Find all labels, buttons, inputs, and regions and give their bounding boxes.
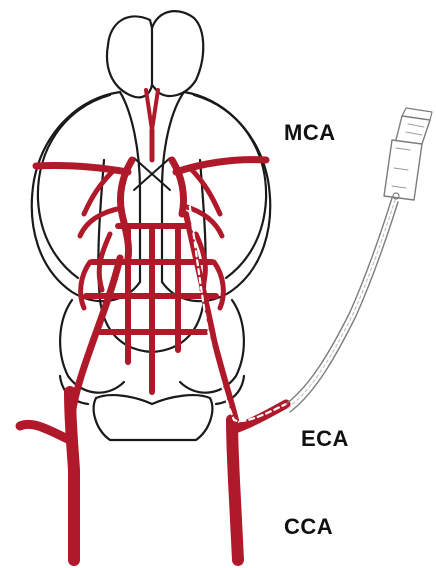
frontal-lobe-right: [152, 11, 203, 96]
internal-carotid-left: [70, 258, 120, 440]
catheter-tube-inner: [290, 202, 398, 412]
cerebellum-right: [180, 300, 244, 393]
arteries: [20, 90, 286, 560]
carotid-left: [70, 392, 74, 560]
frontal-lobe-left: [107, 16, 152, 97]
eca-label: ECA: [301, 426, 349, 452]
mca-label: MCA: [284, 120, 336, 146]
medulla: [94, 395, 213, 440]
anterior-cerebral-artery: [146, 90, 158, 130]
internal-carotid-right: [186, 214, 236, 420]
catheter-cap: [396, 116, 430, 144]
common-carotid-right: [232, 420, 238, 560]
cca-label: CCA: [284, 514, 333, 540]
catheter-tube-outer: [286, 198, 392, 404]
